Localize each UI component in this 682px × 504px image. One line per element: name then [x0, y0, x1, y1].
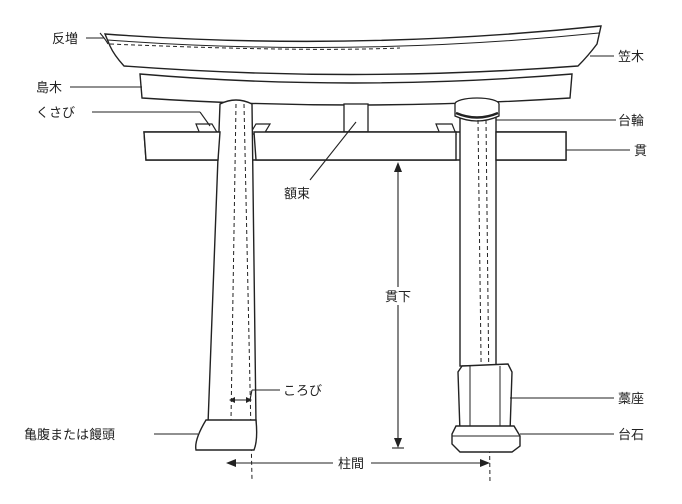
- label-daiishi: 台石: [618, 428, 644, 443]
- label-gakuzuka: 額束: [284, 187, 310, 202]
- left-pillar: [207, 99, 257, 425]
- waraza-base: [457, 363, 513, 433]
- kasagi-upper-line: [107, 32, 600, 49]
- left-pillar-center-dash: [230, 103, 237, 421]
- label-kasagi: 笠木: [618, 50, 644, 65]
- label-kamebara: 亀腹または饅頭: [24, 427, 115, 443]
- gakuzuka-leader: [309, 121, 357, 181]
- nuki-front-right: [495, 131, 567, 161]
- right-pillar-center-dash: [477, 119, 483, 437]
- label-daiwa: 台輪: [618, 113, 644, 129]
- label-waraza: 藁座: [618, 392, 644, 407]
- nuki-front-left: [143, 131, 221, 161]
- label-hashirama: 柱間: [338, 457, 364, 472]
- kamebara-base: [195, 419, 258, 451]
- label-nuki: 貫: [634, 144, 647, 159]
- nuki-mid: [253, 131, 457, 161]
- label-kusabi: くさび: [36, 106, 75, 121]
- label-sorimashi: 反増: [52, 32, 78, 47]
- kasagi-beam: [103, 25, 602, 76]
- shimaki-beam: [139, 73, 573, 106]
- sorimashi-dashed-line: [109, 43, 401, 50]
- label-shimaki: 島木: [36, 81, 62, 96]
- label-nukishita: 貫下: [385, 290, 411, 305]
- daiishi-base: [451, 425, 521, 453]
- right-pillar: [459, 111, 497, 367]
- gakuzuka-block: [343, 103, 369, 133]
- label-korobi: ころび: [283, 384, 322, 399]
